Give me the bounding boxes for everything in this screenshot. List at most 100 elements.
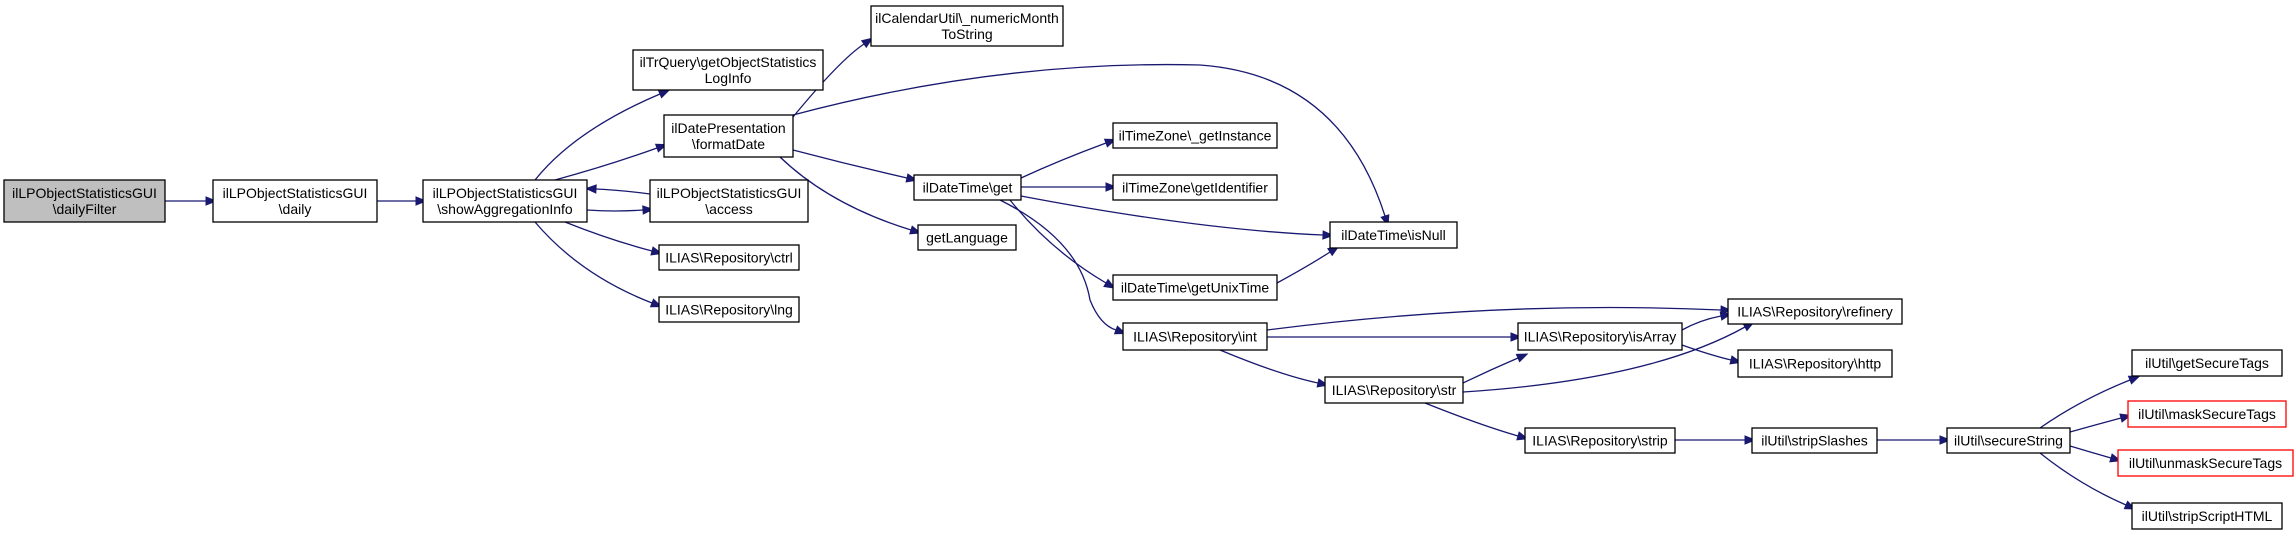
node-label-line: ilDateTime\isNull bbox=[1341, 227, 1446, 243]
node-box bbox=[1946, 427, 2071, 454]
node-formatDate[interactable]: ilDatePresentation\formatDate bbox=[663, 114, 794, 158]
node-unmaskSecureTags[interactable]: ilUtil\unmaskSecureTags bbox=[2117, 449, 2294, 477]
node-box bbox=[658, 244, 800, 271]
node-label-line: ilUtil\secureString bbox=[1954, 433, 2063, 449]
node-ctrl[interactable]: ILIAS\Repository\ctrl bbox=[658, 244, 800, 271]
node-label-line: ilUtil\stripSlashes bbox=[1761, 433, 1868, 449]
node-box bbox=[422, 179, 588, 223]
edge-isArray-to-http bbox=[1681, 344, 1743, 365]
node-label-line: ilCalendarUtil\_numericMonth bbox=[875, 10, 1059, 26]
edge-repoInt-to-repoStr bbox=[1219, 349, 1330, 388]
arrowhead bbox=[860, 37, 874, 49]
edge-secureString-to-unmaskSecureTags bbox=[2069, 445, 2122, 463]
arrowhead bbox=[1515, 353, 1529, 363]
node-repoStr[interactable]: ILIAS\Repository\str bbox=[1324, 376, 1464, 404]
node-tzIdentifier[interactable]: ilTimeZone\getIdentifier bbox=[1112, 174, 1278, 201]
edge-showAgg-to-access bbox=[586, 205, 655, 215]
edge-isArray-to-refinery bbox=[1681, 311, 1733, 331]
edge-line bbox=[2069, 417, 2122, 433]
node-label-line: ilLPObjectStatisticsGUI bbox=[12, 185, 157, 201]
node-isArray[interactable]: ILIAS\Repository\isArray bbox=[1517, 322, 1683, 351]
node-box bbox=[870, 5, 1064, 47]
node-box bbox=[1112, 274, 1278, 301]
edge-repoStr-to-strip bbox=[1424, 402, 1529, 441]
node-stripSlashes[interactable]: ilUtil\stripSlashes bbox=[1751, 427, 1878, 454]
edge-line bbox=[534, 93, 661, 181]
node-dtGet[interactable]: ilDateTime\get bbox=[913, 174, 1022, 201]
arrowhead bbox=[1744, 435, 1757, 445]
node-box bbox=[1122, 322, 1268, 351]
node-box bbox=[632, 49, 824, 91]
node-tzInstance[interactable]: ilTimeZone\_getInstance bbox=[1112, 122, 1278, 149]
node-box bbox=[3, 179, 166, 223]
arrowhead bbox=[1103, 278, 1116, 289]
node-secureString[interactable]: ilUtil\secureString bbox=[1946, 427, 2071, 454]
edge-line bbox=[999, 199, 1117, 331]
node-label-line: ILIAS\Repository\int bbox=[1133, 329, 1257, 345]
node-label-line: \formatDate bbox=[692, 136, 765, 152]
arrowhead bbox=[1105, 182, 1118, 192]
node-box bbox=[1751, 427, 1878, 454]
node-box bbox=[1517, 322, 1683, 351]
node-box bbox=[2131, 349, 2283, 377]
edge-dtGet-to-repoInt bbox=[999, 199, 1127, 335]
node-refinery[interactable]: ILIAS\Repository\refinery bbox=[1727, 298, 1903, 325]
node-label-line: ilDatePresentation bbox=[671, 120, 785, 136]
node-daily[interactable]: ilLPObjectStatisticsGUI\daily bbox=[212, 179, 378, 223]
edge-line bbox=[1424, 402, 1519, 437]
arrowhead bbox=[1720, 305, 1733, 315]
edge-formatDate-to-isNull bbox=[792, 63, 1390, 227]
arrowhead bbox=[642, 205, 655, 215]
node-getLanguage[interactable]: getLanguage bbox=[917, 224, 1017, 251]
node-strip[interactable]: ILIAS\Repository\strip bbox=[1524, 427, 1676, 454]
edge-unixTime-to-isNull bbox=[1276, 245, 1340, 284]
edge-line bbox=[1009, 199, 1107, 284]
edge-line bbox=[2069, 445, 2112, 459]
arrowhead bbox=[205, 196, 218, 206]
edge-line bbox=[564, 221, 653, 252]
edge-line bbox=[1020, 142, 1107, 179]
node-maskSecureTags[interactable]: ilUtil\maskSecureTags bbox=[2127, 400, 2287, 428]
node-access[interactable]: ilLPObjectStatisticsGUI\access bbox=[649, 179, 809, 223]
node-box bbox=[913, 174, 1022, 201]
edge-line bbox=[1681, 315, 1722, 331]
node-unixTime[interactable]: ilDateTime\getUnixTime bbox=[1112, 274, 1278, 301]
edge-showAgg-to-formatDate bbox=[554, 143, 668, 181]
node-label-line: ILIAS\Repository\str bbox=[1332, 382, 1457, 398]
node-http[interactable]: ILIAS\Repository\http bbox=[1737, 349, 1893, 378]
node-label-line: ilLPObjectStatisticsGUI bbox=[433, 185, 578, 201]
edge-line bbox=[792, 43, 865, 118]
edge-formatDate-to-dtGet bbox=[792, 149, 919, 183]
edge-repoInt-to-isArray bbox=[1267, 332, 1523, 342]
node-label-line: LogInfo bbox=[705, 70, 752, 86]
node-showAgg[interactable]: ilLPObjectStatisticsGUI\showAggregationI… bbox=[422, 179, 588, 223]
node-label-line: ILIAS\Repository\isArray bbox=[1524, 329, 1677, 345]
node-isNull[interactable]: ilDateTime\isNull bbox=[1329, 221, 1458, 249]
node-label-line: \showAggregationInfo bbox=[437, 201, 573, 217]
edge-formatDate-to-numericMonth bbox=[792, 37, 874, 118]
arrowhead bbox=[584, 184, 597, 194]
edge-dtGet-to-tzIdentifier bbox=[1021, 182, 1118, 192]
edge-line bbox=[595, 188, 651, 195]
arrowhead bbox=[415, 196, 428, 206]
node-box bbox=[2127, 400, 2287, 428]
edge-repoInt-to-refinery bbox=[1266, 305, 1733, 331]
node-stripScriptHTML[interactable]: ilUtil\stripScriptHTML bbox=[2131, 502, 2283, 530]
edge-line bbox=[586, 209, 644, 212]
node-label-line: getLanguage bbox=[926, 230, 1008, 246]
node-box bbox=[1329, 221, 1458, 249]
node-label-line: ilDateTime\get bbox=[923, 180, 1013, 196]
node-label-line: ilTimeZone\getIdentifier bbox=[1122, 180, 1268, 196]
node-lng[interactable]: ILIAS\Repository\lng bbox=[658, 296, 800, 323]
node-box bbox=[212, 179, 378, 223]
node-getSecureTags[interactable]: ilUtil\getSecureTags bbox=[2131, 349, 2283, 377]
edge-line bbox=[1462, 357, 1519, 384]
node-label-line: ILIAS\Repository\ctrl bbox=[665, 250, 793, 266]
arrowhead bbox=[2127, 375, 2141, 385]
node-repoInt[interactable]: ILIAS\Repository\int bbox=[1122, 322, 1268, 351]
edge-line bbox=[1276, 251, 1331, 284]
node-root[interactable]: ilLPObjectStatisticsGUI\dailyFilter bbox=[3, 179, 166, 223]
node-label-line: \dailyFilter bbox=[53, 201, 117, 217]
